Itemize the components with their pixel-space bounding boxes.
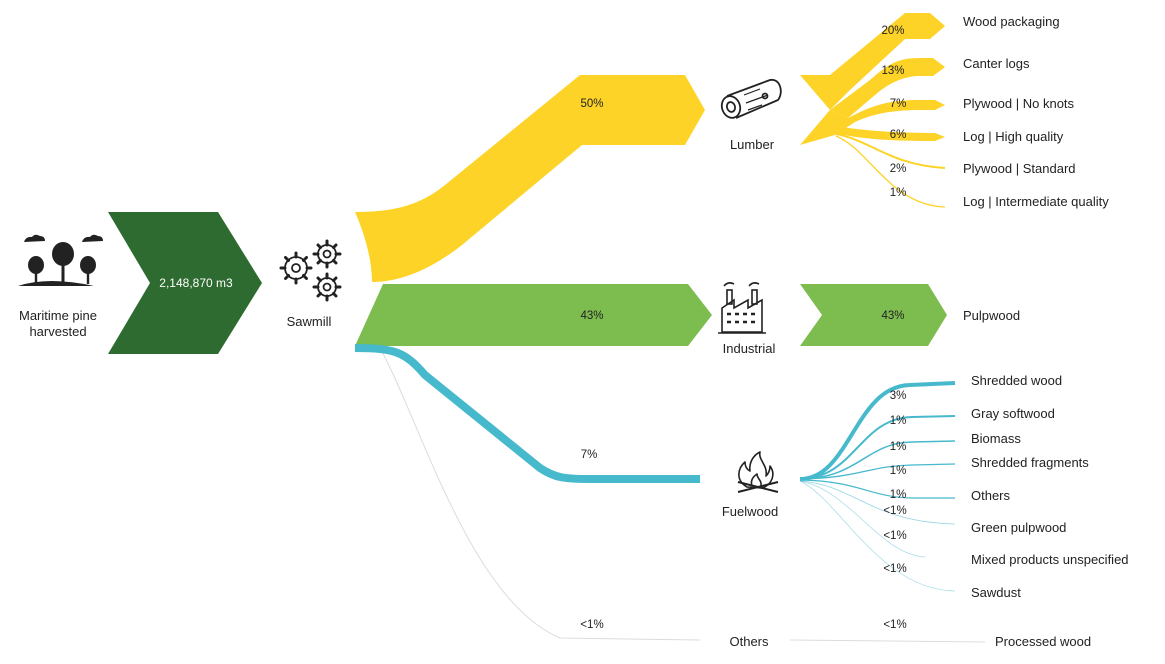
fuelwood-product-percent: <1% [883,505,906,517]
fuelwood-product-percent: 1% [890,415,907,427]
industrial-products: 43% Pulpwood [881,308,1020,323]
flow-log-high-quality [835,126,945,141]
gears-icon [279,239,342,302]
flow-lumber [355,75,705,282]
flow-green-pulpwood [799,480,956,525]
fuelwood-product-percent: 1% [890,465,907,477]
fuelwood-product-label: Gray softwood [971,406,1055,421]
flow-fuelwood [354,344,700,483]
source-label-line2: harvested [29,324,86,339]
lumber-product-percent: 2% [890,163,907,175]
source-node: 2,148,870 m3 [108,212,262,354]
fuelwood-products: 3% Shredded wood 1% Gray softwood 1% Bio… [883,373,1128,600]
flow-shredded-wood [799,381,956,481]
lumber-fanout [800,13,946,208]
lumber-product-label: Log | Intermediate quality [963,194,1109,209]
source-volume: 2,148,870 m3 [159,276,233,290]
fire-icon [737,451,779,493]
fuelwood-product-label: Biomass [971,431,1021,446]
flow-others [379,347,701,641]
fuelwood-product-percent: <1% [883,530,906,542]
factory-icon [718,282,766,334]
flow-wood-packaging [800,13,945,110]
fuelwood-product-label: Green pulpwood [971,520,1066,535]
branch-lumber-label: Lumber [730,137,775,152]
flow-pulpwood [800,284,947,346]
flow-sawdust [799,480,956,592]
flows [354,75,986,643]
flow-others-out [789,639,986,643]
flow-fuel-others [799,479,955,499]
flow-canter-logs [830,58,945,118]
flow-log-intermediate [835,135,946,208]
fuelwood-product-label: Shredded wood [971,373,1062,388]
flow-biomass [799,440,956,480]
lumber-product-percent: 13% [881,65,904,77]
source-arrow [108,212,262,354]
flow-mixed-products [799,480,926,558]
lumber-product-percent: 1% [890,187,907,199]
branch-lumber-percent: 50% [580,98,603,110]
trees-icon [18,234,103,286]
industrial-product-percent: 43% [881,310,904,322]
flow-shredded-fragments [799,463,956,480]
fuelwood-product-percent: 1% [890,489,907,501]
lumber-product-label: Plywood | Standard [963,161,1076,176]
branch-others-label: Others [729,634,769,649]
flow-gray-softwood [799,415,956,480]
branch-others-percent: <1% [580,619,603,631]
sawmill-label: Sawmill [287,314,332,329]
lumber-product-percent: 20% [881,25,904,37]
flow-plywood-standard [835,133,946,169]
lumber-product-percent: 6% [890,129,907,141]
fuelwood-product-percent: <1% [883,563,906,575]
lumber-product-percent: 7% [890,98,907,110]
fuelwood-product-label: Sawdust [971,585,1021,600]
lumber-product-label: Plywood | No knots [963,96,1075,111]
fuelwood-product-label: Shredded fragments [971,455,1089,470]
branch-fuelwood-percent: 7% [581,449,598,461]
fuelwood-fanout [799,381,956,592]
branch-fuelwood-label: Fuelwood [722,504,778,519]
lumber-products: 20% Wood packaging 13% Canter logs 7% Pl… [881,14,1109,209]
industrial-product-label: Pulpwood [963,308,1020,323]
others-product-percent: <1% [883,619,906,631]
flow-industrial [355,284,712,346]
source-label-line1: Maritime pine [19,308,97,323]
others-product-label: Processed wood [995,634,1091,649]
lumber-product-label: Canter logs [963,56,1030,71]
others-products: <1% Processed wood [883,619,1091,649]
fuelwood-product-label: Others [971,488,1011,503]
fuelwood-product-percent: 1% [890,441,907,453]
branch-industrial-label: Industrial [723,341,776,356]
fuelwood-product-label: Mixed products unspecified [971,552,1129,567]
fuelwood-product-percent: 3% [890,390,907,402]
lumber-product-label: Wood packaging [963,14,1060,29]
branch-industrial-percent: 43% [580,310,603,322]
lumber-product-label: Log | High quality [963,129,1064,144]
log-icon [720,79,782,119]
